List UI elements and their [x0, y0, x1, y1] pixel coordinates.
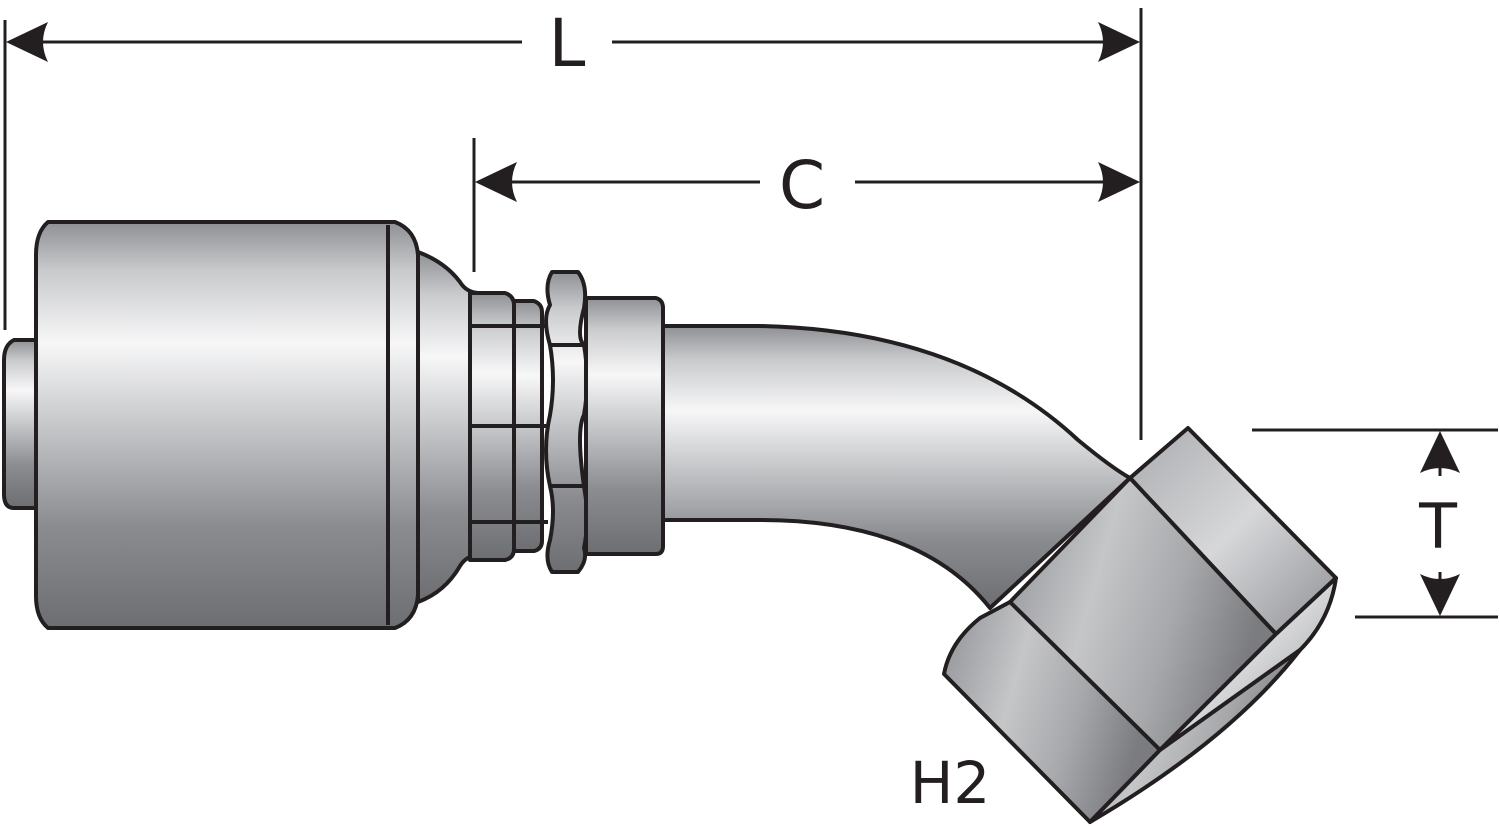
hose-fitting	[2, 220, 1338, 824]
swivel-nut-lower	[942, 600, 1162, 824]
hose-stem	[2, 338, 42, 510]
dimension-c: C	[472, 138, 1140, 272]
c-arrow-left	[475, 162, 517, 202]
bent-tube	[661, 324, 1132, 610]
swivel-nut-corner	[1088, 648, 1302, 824]
l-arrow-left	[6, 22, 48, 62]
fitting-code-label: H2	[910, 749, 991, 817]
t-arrow-bottom	[1420, 574, 1460, 616]
c-label: C	[779, 147, 825, 224]
crimp-shell	[34, 220, 420, 630]
hex-nut-side	[544, 270, 589, 574]
adapter-block	[584, 296, 665, 556]
dimension-t: T	[1252, 428, 1498, 619]
t-label: T	[1418, 490, 1458, 563]
dimension-l: L	[3, 5, 1143, 440]
l-label: L	[549, 5, 586, 82]
c-arrow-right	[1098, 162, 1140, 202]
l-arrow-right	[1098, 22, 1140, 62]
t-arrow-top	[1420, 431, 1460, 473]
